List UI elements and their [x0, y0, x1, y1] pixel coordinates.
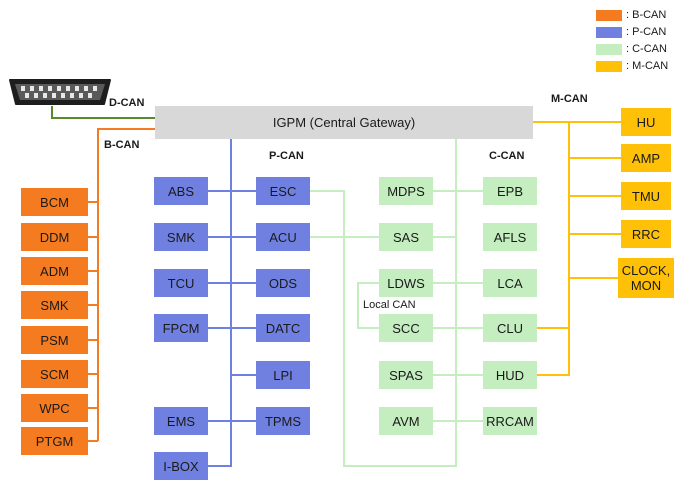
module-tmu: TMU: [621, 182, 671, 210]
legend-swatch-bcan: [596, 9, 622, 21]
module-clu: CLU: [483, 314, 537, 342]
legend-label-pcan: : P-CAN: [626, 26, 667, 38]
bcan-wires: [88, 128, 155, 442]
module-tcu: TCU: [154, 269, 208, 297]
module-ptgm: PTGM: [21, 427, 88, 455]
module-afls: AFLS: [483, 223, 537, 251]
pcan-label: P-CAN: [269, 150, 304, 162]
module-hu: HU: [621, 108, 671, 136]
bcan-label: B-CAN: [104, 139, 140, 151]
module-i-box: I-BOX: [154, 452, 208, 480]
module-mdps: MDPS: [379, 177, 433, 205]
module-wpc: WPC: [21, 394, 88, 422]
module-adm: ADM: [21, 257, 88, 285]
module-smk-pcan: SMK: [154, 223, 208, 251]
dcan-label: D-CAN: [109, 97, 145, 109]
module-scm: SCM: [21, 360, 88, 388]
module-spas: SPAS: [379, 361, 433, 389]
dcan-wires: [51, 106, 155, 119]
module-ddm: DDM: [21, 223, 88, 251]
module-sas: SAS: [379, 223, 433, 251]
module-avm: AVM: [379, 407, 433, 435]
legend-label-mcan: : M-CAN: [626, 60, 669, 72]
module-bcm: BCM: [21, 188, 88, 216]
legend-label-bcan: : B-CAN: [626, 9, 667, 21]
module-rrc: RRC: [621, 220, 671, 248]
legend-item-ccan: : C-CAN: [596, 43, 667, 55]
legend-swatch-ccan: [596, 43, 622, 55]
module-amp: AMP: [621, 144, 671, 172]
module-ems: EMS: [154, 407, 208, 435]
obd-connector-icon: [9, 79, 111, 105]
mcan-label: M-CAN: [551, 93, 588, 105]
module-rrcam: RRCAM: [483, 407, 537, 435]
ccan-label: C-CAN: [489, 150, 525, 162]
module-psm: PSM: [21, 326, 88, 354]
module-tpms: TPMS: [256, 407, 310, 435]
module-acu: ACU: [256, 223, 310, 251]
module-scc: SCC: [379, 314, 433, 342]
legend-label-ccan: : C-CAN: [626, 43, 667, 55]
module-abs: ABS: [154, 177, 208, 205]
module-clock-mon: CLOCK, MON: [618, 258, 674, 298]
module-esc: ESC: [256, 177, 310, 205]
mcan-wires: [533, 121, 621, 376]
legend-item-bcan: : B-CAN: [596, 9, 666, 21]
central-gateway: IGPM (Central Gateway): [155, 106, 533, 139]
module-datc: DATC: [256, 314, 310, 342]
module-epb: EPB: [483, 177, 537, 205]
module-hud: HUD: [483, 361, 537, 389]
module-ldws: LDWS: [379, 269, 433, 297]
legend-item-pcan: : P-CAN: [596, 26, 666, 38]
legend-item-mcan: : M-CAN: [596, 60, 668, 72]
legend-swatch-mcan: [596, 60, 622, 72]
module-fpcm: FPCM: [154, 314, 208, 342]
module-lpi: LPI: [256, 361, 310, 389]
module-smk-bcan: SMK: [21, 291, 88, 319]
local-can-label: Local CAN: [363, 299, 416, 311]
legend-swatch-pcan: [596, 26, 622, 38]
pcan-wires: [208, 139, 256, 467]
module-lca: LCA: [483, 269, 537, 297]
module-ods: ODS: [256, 269, 310, 297]
